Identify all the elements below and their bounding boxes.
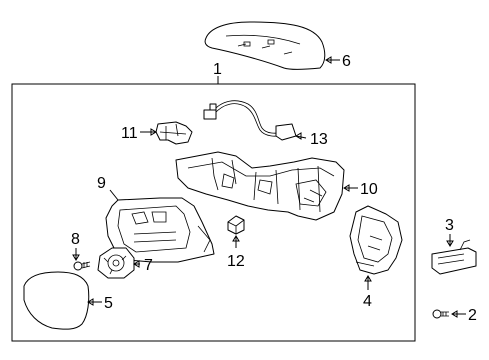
bracket-part: [155, 121, 193, 145]
actuator-part: [97, 247, 135, 279]
mirror-glass-part: [23, 271, 90, 330]
callout-3: 3: [445, 217, 454, 234]
callout-9: 9: [97, 175, 106, 192]
mirror-cap-part: [204, 21, 326, 70]
callout-7: 7: [144, 257, 153, 274]
screw-part: [73, 261, 91, 271]
lower-housing-part: [349, 205, 403, 275]
mirror-housing-part: [175, 151, 345, 221]
assembly-frame: [11, 83, 416, 342]
callout-13: 13: [310, 131, 328, 148]
callout-10: 10: [360, 181, 378, 198]
callout-11: 11: [121, 125, 138, 142]
callout-4: 4: [363, 293, 372, 310]
callout-8: 8: [71, 231, 80, 248]
leader-lines: [72, 56, 466, 318]
clip-part: [227, 215, 245, 235]
callout-12: 12: [227, 253, 245, 270]
wiring-harness-part: [203, 100, 297, 141]
turn-lamp-part: [431, 239, 477, 275]
callout-5: 5: [104, 295, 113, 312]
callout-1: 1: [213, 61, 222, 78]
glass-backing-part: [105, 197, 215, 263]
screw-part-2: [432, 309, 449, 319]
callout-labels: 1 6 11 13 9 10 8 12 7 5 4 3 2: [71, 53, 477, 324]
callout-6: 6: [342, 53, 351, 70]
callout-2: 2: [468, 307, 477, 324]
